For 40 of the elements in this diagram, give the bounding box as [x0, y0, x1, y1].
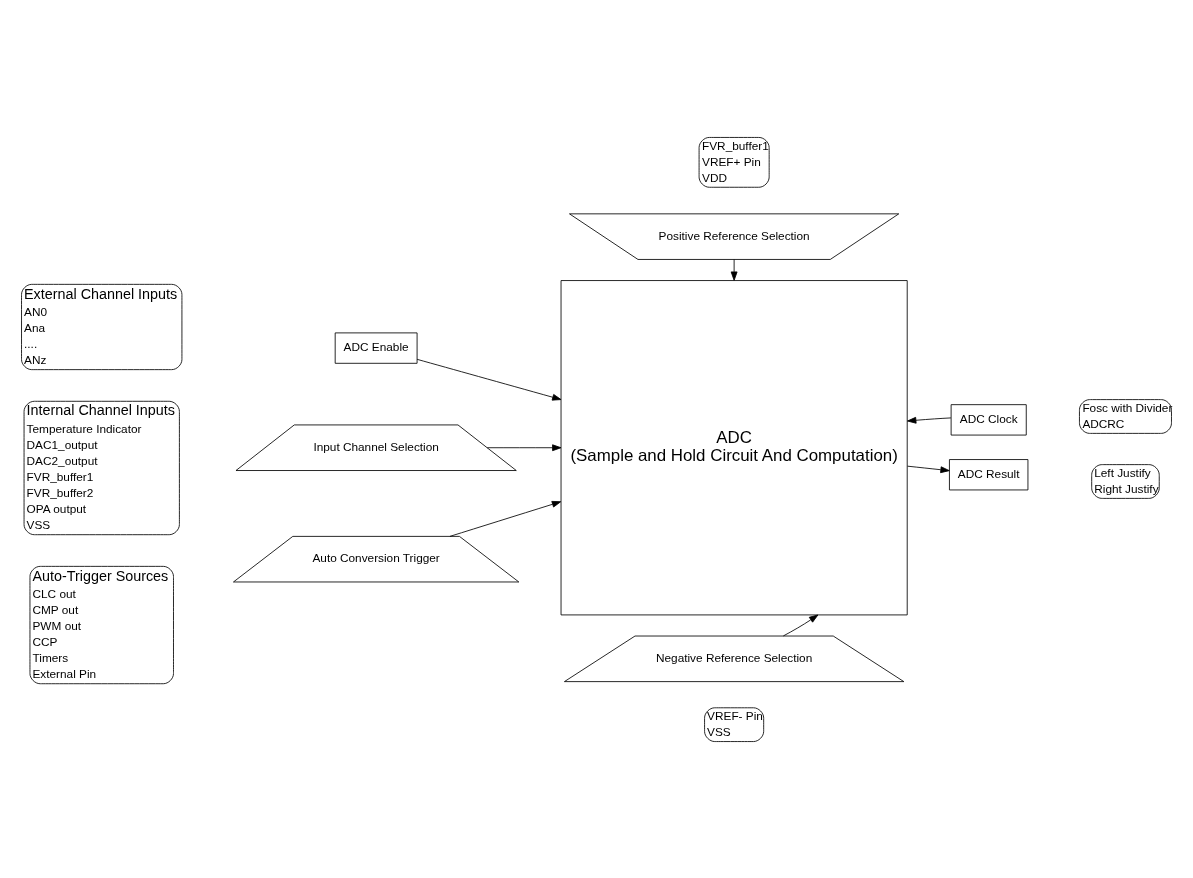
label: External Channel Inputs [24, 285, 178, 302]
label: Internal Channel Inputs [26, 401, 175, 418]
label: VREF- Pin [707, 708, 763, 723]
label: Left Justify [1094, 465, 1151, 480]
arrow [486, 443, 562, 451]
node-box: ADC (Sample and Hold Circuit And Computation) [560, 279, 908, 615]
label: ANz [24, 352, 47, 367]
label: FVR_buffer2 [26, 485, 94, 500]
label: FVR_buffer1 [702, 138, 769, 153]
label: Timers [32, 650, 69, 665]
label: DAC1_output [26, 437, 98, 452]
label: .... [24, 336, 38, 351]
label: ADCRC [1082, 416, 1125, 431]
node-box: ADC Result [949, 458, 1029, 490]
label: Auto-Trigger Sources [32, 567, 169, 584]
node-box: ADC Enable [334, 331, 418, 364]
label: CLC out [32, 586, 76, 601]
arrow [730, 258, 738, 281]
label: External Pin [32, 666, 97, 681]
label: DAC2_output [26, 453, 98, 468]
label: CMP out [32, 602, 79, 617]
label: VSS [707, 724, 731, 739]
label: OPA output [26, 501, 87, 516]
label: PWM out [32, 618, 82, 633]
label: VREF+ Pin [702, 154, 761, 169]
arrow [907, 465, 950, 473]
label: Right Justify [1094, 481, 1159, 496]
arrow [782, 614, 819, 636]
arrow [416, 358, 562, 401]
arrow [907, 416, 952, 424]
label: Fosc with Divider [1082, 400, 1173, 415]
label: Temperature Indicator [26, 421, 142, 436]
arrow [449, 500, 562, 537]
label: AN0 [24, 304, 48, 319]
node-box: ADC Clock [950, 403, 1027, 435]
label: VDD [702, 170, 727, 185]
label: Ana [24, 320, 46, 335]
label: VSS [26, 517, 51, 532]
label: CCP [32, 634, 58, 649]
label: FVR_buffer1 [26, 469, 94, 484]
